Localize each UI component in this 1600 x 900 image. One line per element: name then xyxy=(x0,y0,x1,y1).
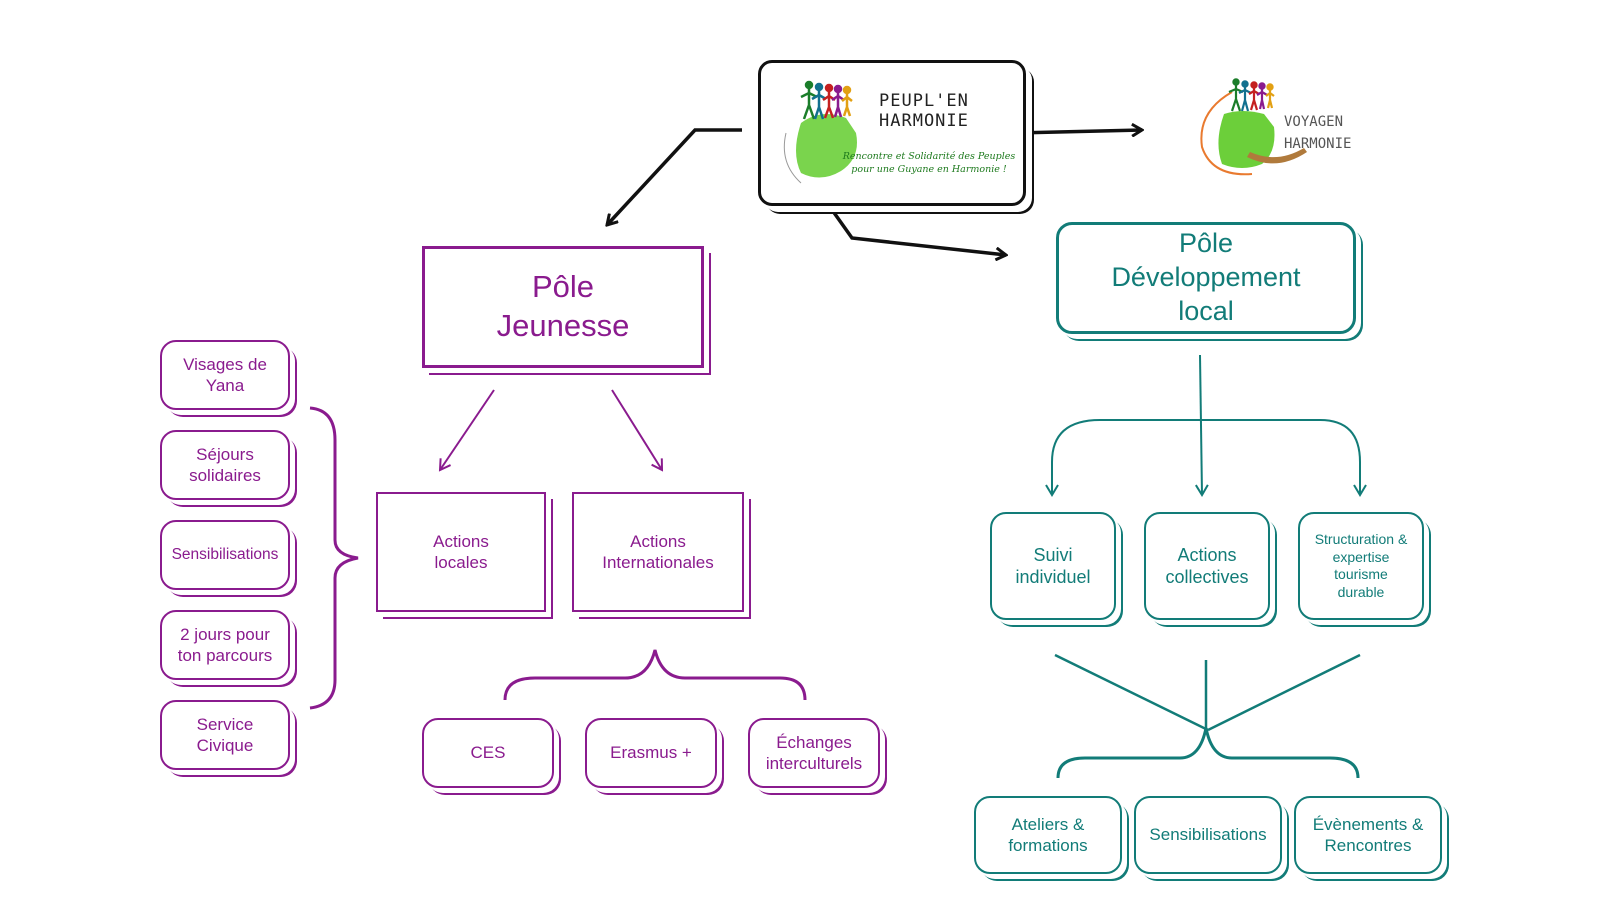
intl-item-label: CES xyxy=(470,743,506,763)
stem-dev xyxy=(1195,354,1209,497)
local-item-label: 2 jours pour ton parcours xyxy=(177,624,273,665)
local-item-service-civique: Service Civique xyxy=(160,700,290,770)
local-item-sejours: Séjours solidaires xyxy=(160,430,290,500)
intl-item-echanges: Échanges interculturels xyxy=(748,718,880,788)
arrow-to-actions-locales xyxy=(438,389,495,472)
logo-name-line2: HARMONIE xyxy=(879,111,969,131)
local-item-label: Visages de Yana xyxy=(183,354,267,395)
dev-output-sensibilisations: Sensibilisations xyxy=(1134,796,1282,874)
pole-jeunesse-box: Pôle Jeunesse xyxy=(422,246,704,368)
pole-dev-box: Pôle Développement local xyxy=(1056,222,1356,334)
arrow-to-jeunesse xyxy=(607,128,742,225)
brace-international-items xyxy=(503,649,807,701)
local-item-sensibilisations: Sensibilisations xyxy=(160,520,290,590)
voyage-name-line2: HARMONIE xyxy=(1284,136,1352,152)
logo-tagline-line2: pour une Guyane en Harmonie ! xyxy=(851,163,1007,175)
pole-jeunesse-title: Pôle Jeunesse xyxy=(496,269,630,343)
dev-output-label: Évènements & Rencontres xyxy=(1312,814,1424,855)
actions-locales-label: Actions locales xyxy=(433,531,489,572)
pole-dev-title: Pôle Développement local xyxy=(1111,228,1301,326)
logo-tagline-line1: Rencontre et Solidarité des Peuples xyxy=(842,151,1016,162)
main-logo-card: PEUPL'EN HARMONIE Rencontre et Solidarit… xyxy=(758,60,1026,206)
logo-tagline: Rencontre et Solidarité des Peuples pour… xyxy=(839,151,1019,177)
dev-action-label: Structuration & expertise tourisme durab… xyxy=(1314,531,1408,600)
people-map-canoe-logo-icon xyxy=(1200,78,1307,176)
secondary-logo: VOYAGEN HARMONIE xyxy=(1192,72,1382,182)
intl-item-label: Erasmus + xyxy=(610,743,692,763)
arrow-to-voyage xyxy=(1014,130,1142,133)
people-map-logo-icon xyxy=(783,80,857,184)
dev-action-suivi: Suivi individuel xyxy=(990,512,1116,620)
actions-internationales-label: Actions Internationales xyxy=(602,531,714,572)
actions-locales-box: Actions locales xyxy=(376,492,546,612)
voyage-name-line1: VOYAGEN xyxy=(1284,114,1344,130)
converge-left xyxy=(1054,653,1209,732)
dev-action-label: Actions collectives xyxy=(1165,544,1249,588)
local-item-label: Séjours solidaires xyxy=(189,444,261,485)
brace-local-items xyxy=(309,406,359,710)
actions-internationales-box: Actions Internationales xyxy=(572,492,744,612)
arrow-to-actions-internationales xyxy=(611,389,664,472)
dev-output-ateliers: Ateliers & formations xyxy=(974,796,1122,874)
dev-output-label: Sensibilisations xyxy=(1149,825,1267,845)
brace-outputs xyxy=(1056,727,1360,779)
intl-item-erasmus: Erasmus + xyxy=(585,718,717,788)
fork-dev xyxy=(1051,419,1361,487)
local-item-visages: Visages de Yana xyxy=(160,340,290,410)
local-item-2-jours: 2 jours pour ton parcours xyxy=(160,610,290,680)
intl-item-label: Échanges interculturels xyxy=(765,732,863,773)
local-item-label: Service Civique xyxy=(196,714,254,755)
logo-name-line1: PEUPL'EN xyxy=(879,91,969,111)
dev-action-collectives: Actions collectives xyxy=(1144,512,1270,620)
arrow-to-dev xyxy=(823,198,1006,255)
dev-output-evenements: Évènements & Rencontres xyxy=(1294,796,1442,874)
dev-action-label: Suivi individuel xyxy=(1015,544,1091,588)
dev-action-structuration: Structuration & expertise tourisme durab… xyxy=(1298,512,1424,620)
dev-output-label: Ateliers & formations xyxy=(1008,814,1088,855)
intl-item-ces: CES xyxy=(422,718,554,788)
local-item-label: Sensibilisations xyxy=(171,546,279,564)
converge-right xyxy=(1207,653,1361,732)
